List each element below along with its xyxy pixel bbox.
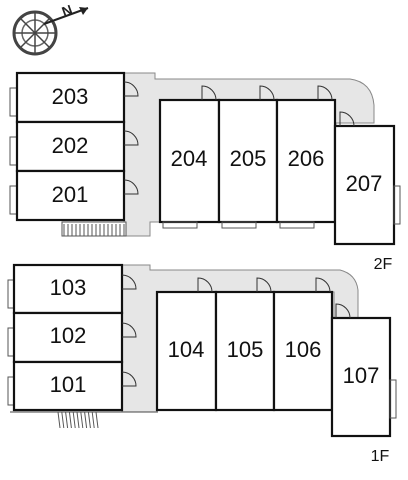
room-number: 203 xyxy=(52,84,89,109)
room-number: 201 xyxy=(52,182,89,207)
stairs-1f xyxy=(57,411,99,429)
floor-2f: 203 202 201 204 205 206 207 xyxy=(9,71,401,273)
room-203[interactable]: 203 xyxy=(15,71,126,124)
room-number: 206 xyxy=(288,146,325,171)
stair-tread xyxy=(72,411,76,429)
room-103[interactable]: 103 xyxy=(12,263,124,315)
stairs-2f xyxy=(61,221,127,237)
room-101[interactable]: 101 xyxy=(12,360,124,412)
room-number: 103 xyxy=(50,275,87,300)
stair-tread xyxy=(95,411,99,429)
room-number: 204 xyxy=(171,146,208,171)
room-201[interactable]: 201 xyxy=(15,169,126,222)
room-106[interactable]: 106 xyxy=(272,290,334,412)
floor-label-2f: 2F xyxy=(374,256,393,273)
stair-tread xyxy=(76,411,80,429)
room-number: 107 xyxy=(343,363,380,388)
stair-tread xyxy=(80,411,84,429)
room-number: 101 xyxy=(50,372,87,397)
room-102[interactable]: 102 xyxy=(12,311,124,364)
stair-tread xyxy=(87,411,91,429)
stair-tread xyxy=(57,411,61,429)
stair-tread xyxy=(91,411,95,429)
room-number: 202 xyxy=(52,133,89,158)
room-number: 102 xyxy=(50,323,87,348)
compass-icon: N xyxy=(12,1,89,56)
room-104[interactable]: 104 xyxy=(155,290,218,412)
room-207[interactable]: 207 xyxy=(333,124,396,246)
room-number: 106 xyxy=(285,337,322,362)
room-number: 104 xyxy=(168,337,205,362)
stair-tread xyxy=(84,411,88,429)
room-105[interactable]: 105 xyxy=(214,290,276,412)
room-202[interactable]: 202 xyxy=(15,120,126,173)
room-number: 205 xyxy=(230,146,267,171)
floor-label-1f: 1F xyxy=(371,448,390,465)
stair-tread xyxy=(65,411,69,429)
room-206[interactable]: 206 xyxy=(275,98,337,224)
stair-tread xyxy=(61,411,65,429)
floor-1f: 103 102 101 104 105 106 107 xyxy=(7,263,397,465)
room-107[interactable]: 107 xyxy=(330,316,392,438)
room-205[interactable]: 205 xyxy=(217,98,279,224)
room-number: 105 xyxy=(227,337,264,362)
room-number: 207 xyxy=(346,171,383,196)
room-204[interactable]: 204 xyxy=(158,98,221,224)
stair-tread xyxy=(68,411,72,429)
